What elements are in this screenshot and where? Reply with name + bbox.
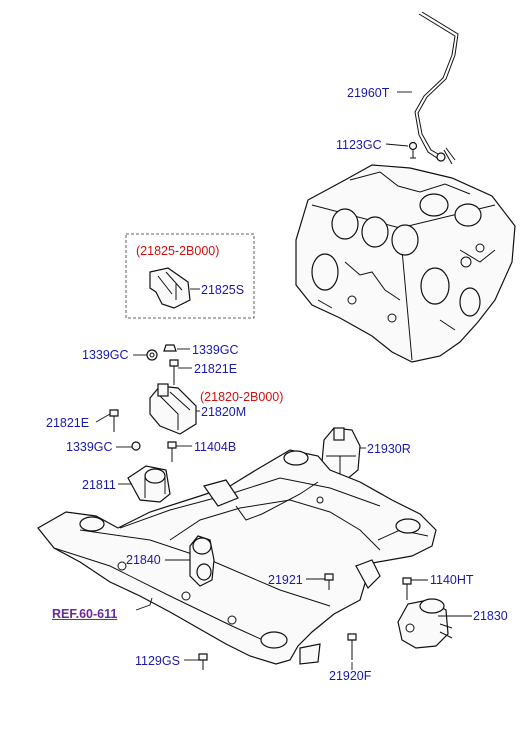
group-box-21825 — [125, 233, 255, 319]
label-21820m[interactable]: 21820M — [201, 405, 247, 419]
bracket-21825-drawing — [149, 267, 191, 309]
bolt-21821e-upper-drawing — [169, 359, 179, 385]
label-1123gc[interactable]: 1123GC — [336, 138, 382, 152]
label-1339gc-lower[interactable]: 1339GC — [66, 440, 113, 454]
nut-1339gc-lower-drawing — [131, 441, 141, 451]
label-21811[interactable]: 21811 — [82, 478, 116, 492]
bolt-21821e-lower-drawing — [109, 409, 119, 432]
label-21821e-upper[interactable]: 21821E — [194, 362, 238, 376]
label-1140ht[interactable]: 1140HT — [430, 573, 474, 587]
bolt-21920f-drawing — [347, 633, 357, 660]
dipstick-tube-drawing — [414, 11, 459, 165]
label-21920f[interactable]: 21920F — [329, 669, 372, 683]
label-21825s[interactable]: 21825S — [201, 283, 245, 297]
bolt-21921-drawing — [324, 573, 334, 590]
label-11404b[interactable]: 11404B — [194, 440, 237, 454]
label-group-21825-2b000: (21825-2B000) — [136, 244, 220, 258]
engine-block-drawing — [295, 164, 516, 363]
label-group-21820-2b000: (21820-2B000) — [200, 390, 284, 404]
reference-link-60-611[interactable]: REF.60-611 — [52, 607, 118, 621]
nut-1339gc-right-drawing — [163, 344, 177, 352]
label-21840[interactable]: 21840 — [126, 553, 161, 567]
label-21830[interactable]: 21830 — [473, 609, 508, 623]
nut-1339gc-left-drawing — [146, 349, 158, 361]
roll-rod-21840-drawing — [189, 535, 215, 587]
label-21960t[interactable]: 21960T — [347, 86, 390, 100]
label-1339gc-left[interactable]: 1339GC — [82, 348, 129, 362]
label-21921[interactable]: 21921 — [268, 573, 303, 587]
label-1339gc-right[interactable]: 1339GC — [192, 343, 239, 357]
mount-21820m-drawing — [149, 383, 197, 435]
trans-mount-21830-drawing — [397, 598, 453, 649]
bolt-11404b-drawing — [167, 441, 177, 462]
bolt-1140ht-drawing — [402, 577, 412, 600]
dipstick-bolt-drawing — [408, 141, 418, 159]
label-21930r[interactable]: 21930R — [367, 442, 411, 456]
subframe-drawing — [37, 449, 437, 665]
label-21821e-lower[interactable]: 21821E — [46, 416, 90, 430]
bolt-1129gs-drawing — [198, 653, 208, 670]
label-1129gs[interactable]: 1129GS — [135, 654, 180, 668]
leader-lines — [95, 91, 472, 670]
insulator-21811-drawing — [127, 465, 171, 503]
